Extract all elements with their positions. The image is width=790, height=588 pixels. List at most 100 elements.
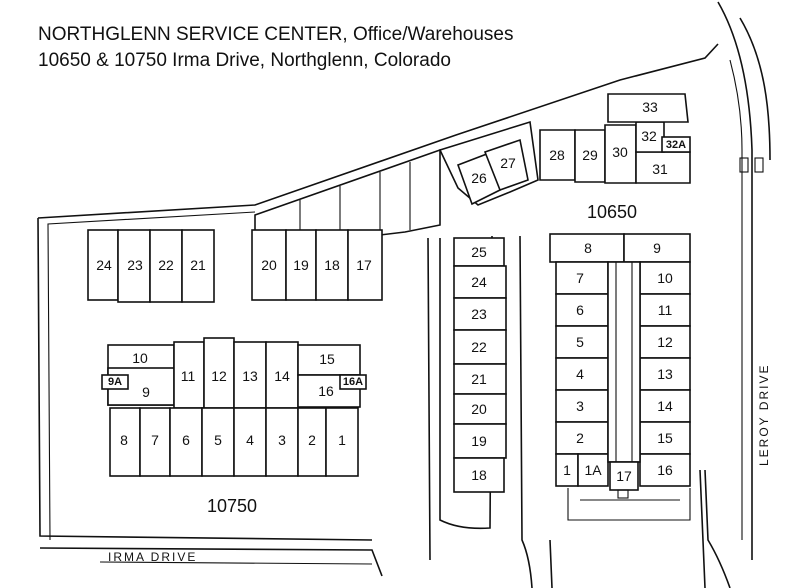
unit-label: 3 xyxy=(278,432,286,448)
unit-label: 19 xyxy=(471,433,487,449)
unit-label: 8 xyxy=(584,240,592,256)
unit-label: 19 xyxy=(293,257,309,273)
map-title-block: NORTHGLENN SERVICE CENTER, Office/Wareho… xyxy=(38,22,513,74)
unit-23[interactable] xyxy=(453,297,507,331)
unit-21[interactable] xyxy=(453,363,507,395)
unit-label: 9A xyxy=(108,376,122,388)
unit-label: 4 xyxy=(246,432,254,448)
unit-w13[interactable] xyxy=(233,341,267,409)
unit-label: 11 xyxy=(181,368,196,384)
strip-dividers xyxy=(299,162,411,245)
unit-label: 1 xyxy=(338,432,346,448)
driveway-edge-east xyxy=(519,235,553,588)
unit-label: 1A xyxy=(584,462,602,478)
unit-label: 6 xyxy=(182,432,190,448)
unit-label: 13 xyxy=(242,368,258,384)
unit-w6[interactable] xyxy=(169,407,203,477)
unit-label: 22 xyxy=(471,339,487,355)
unit-label: 16 xyxy=(657,462,673,478)
unit-32a[interactable] xyxy=(661,136,691,153)
unit-label: 20 xyxy=(471,401,487,417)
unit-3[interactable] xyxy=(555,389,609,423)
unit-w2[interactable] xyxy=(297,407,327,477)
irma-drive-edge xyxy=(39,547,383,577)
irma-drive-inner xyxy=(99,561,373,565)
street-label-leroy: LEROY DRIVE xyxy=(757,364,771,466)
unit-w5[interactable] xyxy=(201,407,235,477)
unit-w8[interactable] xyxy=(109,407,141,477)
unit-label: 8 xyxy=(120,432,128,448)
unit-w19[interactable] xyxy=(285,229,317,301)
unit-label: 4 xyxy=(576,366,584,382)
center-corridor xyxy=(607,261,641,463)
unit-17[interactable] xyxy=(609,461,639,491)
unit-12[interactable] xyxy=(639,325,691,359)
unit-w16a[interactable] xyxy=(339,374,367,390)
unit-label: 21 xyxy=(190,257,206,273)
unit-7[interactable] xyxy=(555,261,609,295)
unit-label: 25 xyxy=(471,244,487,260)
unit-label: 10 xyxy=(132,350,148,366)
unit-33[interactable] xyxy=(607,93,689,123)
unit-label: 10 xyxy=(657,270,673,286)
driveway-edge xyxy=(427,235,493,561)
unit-2[interactable] xyxy=(555,421,609,455)
unit-w23[interactable] xyxy=(117,229,151,303)
unit-w15[interactable] xyxy=(297,344,361,376)
unit-label: 15 xyxy=(657,430,673,446)
unit-label: 11 xyxy=(658,302,673,318)
unit-1a[interactable] xyxy=(577,453,609,487)
unit-5[interactable] xyxy=(555,325,609,359)
unit-label: 27 xyxy=(500,155,516,171)
unit-label: 15 xyxy=(319,351,335,367)
unit-24[interactable] xyxy=(453,265,507,299)
unit-label: 29 xyxy=(582,147,598,163)
unit-label: 14 xyxy=(274,368,290,384)
map-title: NORTHGLENN SERVICE CENTER, Office/Wareho… xyxy=(38,24,514,45)
unit-w17[interactable] xyxy=(347,229,383,301)
unit-13[interactable] xyxy=(639,357,691,391)
unit-label: 23 xyxy=(127,257,143,273)
leroy-drive-inner-edge xyxy=(729,59,743,540)
unit-27[interactable] xyxy=(483,138,529,192)
unit-label: 6 xyxy=(576,302,584,318)
unit-label: 3 xyxy=(576,398,584,414)
leroy-drive-edge xyxy=(717,1,753,560)
unit-label: 21 xyxy=(471,371,487,387)
unit-label: 2 xyxy=(576,430,584,446)
building-10650-north-strip: 26 27 xyxy=(254,120,539,251)
curb-marker xyxy=(739,157,749,173)
unit-w1[interactable] xyxy=(325,407,359,477)
building-10750-north-row: 24 23 22 21 20 19 18 17 xyxy=(87,229,383,303)
unit-9[interactable] xyxy=(623,233,691,263)
unit-label: 16 xyxy=(318,383,334,399)
unit-w18[interactable] xyxy=(315,229,349,301)
unit-w22[interactable] xyxy=(149,229,183,303)
unit-w3[interactable] xyxy=(265,407,299,477)
unit-label: 1 xyxy=(563,462,571,478)
unit-w4[interactable] xyxy=(233,407,267,477)
unit-16[interactable] xyxy=(639,453,691,487)
unit-label: 30 xyxy=(612,144,628,160)
building-10650-east: 8 9 7 6 5 4 3 2 1 1A 10 11 12 13 14 15 1… xyxy=(549,233,691,499)
unit-label: 23 xyxy=(471,306,487,322)
unit-label: 2 xyxy=(308,432,316,448)
unit-w14[interactable] xyxy=(265,341,299,409)
unit-label: 22 xyxy=(158,257,174,273)
unit-w7[interactable] xyxy=(139,407,171,477)
unit-label: 7 xyxy=(576,270,584,286)
unit-w9a[interactable] xyxy=(101,374,129,390)
building-10650-middle-column: 25 24 23 22 21 20 19 18 xyxy=(453,237,507,493)
unit-label: 5 xyxy=(576,334,584,350)
unit-w21[interactable] xyxy=(181,229,215,303)
unit-label: 13 xyxy=(657,366,673,382)
unit-label: 20 xyxy=(261,257,277,273)
unit-18[interactable] xyxy=(453,457,505,493)
unit-22[interactable] xyxy=(453,329,507,365)
unit-11[interactable] xyxy=(639,293,691,327)
unit-label: 26 xyxy=(471,170,487,186)
unit-20[interactable] xyxy=(453,393,507,425)
unit-w11[interactable] xyxy=(173,341,205,409)
unit-label: 32 xyxy=(641,128,657,144)
